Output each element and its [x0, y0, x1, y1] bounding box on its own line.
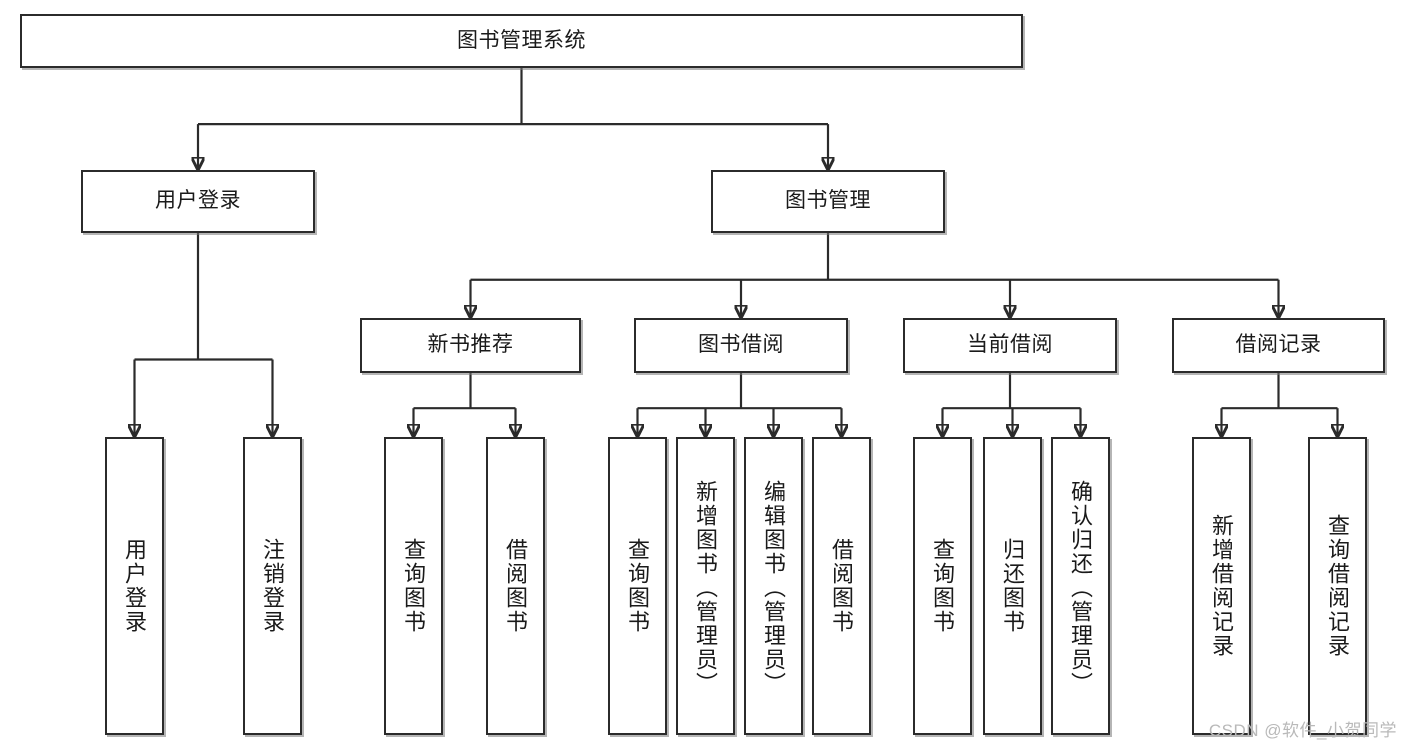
node-label: 编辑图书（管理员）	[761, 480, 787, 696]
node-new-book-recommend: 新书推荐	[360, 318, 581, 373]
node-current-borrow: 当前借阅	[903, 318, 1117, 373]
node-leaf-query-book-recommend: 查询图书	[384, 437, 443, 735]
node-book-management: 图书管理	[711, 170, 945, 233]
node-borrow-record: 借阅记录	[1172, 318, 1385, 373]
node-book-borrow: 图书借阅	[634, 318, 848, 373]
node-label: 查询图书	[401, 538, 427, 634]
node-label: 图书管理系统	[457, 28, 586, 52]
node-label: 新增图书（管理员）	[693, 480, 719, 696]
node-leaf-query-book-borrow: 查询图书	[608, 437, 667, 735]
node-label: 借阅图书	[829, 538, 855, 634]
node-leaf-add-book: 新增图书（管理员）	[676, 437, 735, 735]
node-leaf-query-borrow-record: 查询借阅记录	[1308, 437, 1367, 735]
node-label: 注销登录	[260, 538, 286, 634]
node-label: 查询借阅记录	[1325, 514, 1351, 658]
node-label: 图书管理	[785, 189, 871, 213]
node-label: 新增借阅记录	[1209, 514, 1235, 658]
node-leaf-return-book: 归还图书	[983, 437, 1042, 735]
node-label: 用户登录	[155, 189, 241, 213]
node-label: 归还图书	[1000, 538, 1026, 634]
node-leaf-borrow-book: 借阅图书	[812, 437, 871, 735]
node-root: 图书管理系统	[20, 14, 1023, 68]
watermark-text: CSDN @软件_小贺同学	[1208, 721, 1397, 740]
node-leaf-edit-book: 编辑图书（管理员）	[744, 437, 803, 735]
node-label: 借阅记录	[1235, 333, 1322, 357]
node-leaf-user-login: 用户登录	[105, 437, 164, 735]
node-leaf-logout: 注销登录	[243, 437, 302, 735]
node-user-login: 用户登录	[81, 170, 315, 233]
node-label: 图书借阅	[698, 333, 784, 357]
node-label: 查询图书	[930, 538, 956, 634]
node-leaf-confirm-return: 确认归还（管理员）	[1051, 437, 1110, 735]
node-label: 借阅图书	[503, 538, 529, 634]
node-label: 确认归还（管理员）	[1068, 480, 1094, 696]
node-leaf-add-borrow-record: 新增借阅记录	[1192, 437, 1251, 735]
node-label: 新书推荐	[427, 333, 514, 357]
node-label: 当前借阅	[967, 333, 1053, 357]
node-label: 查询图书	[625, 538, 651, 634]
node-leaf-query-book-current: 查询图书	[913, 437, 972, 735]
node-leaf-borrow-book-recommend: 借阅图书	[486, 437, 545, 735]
node-label: 用户登录	[122, 538, 148, 634]
